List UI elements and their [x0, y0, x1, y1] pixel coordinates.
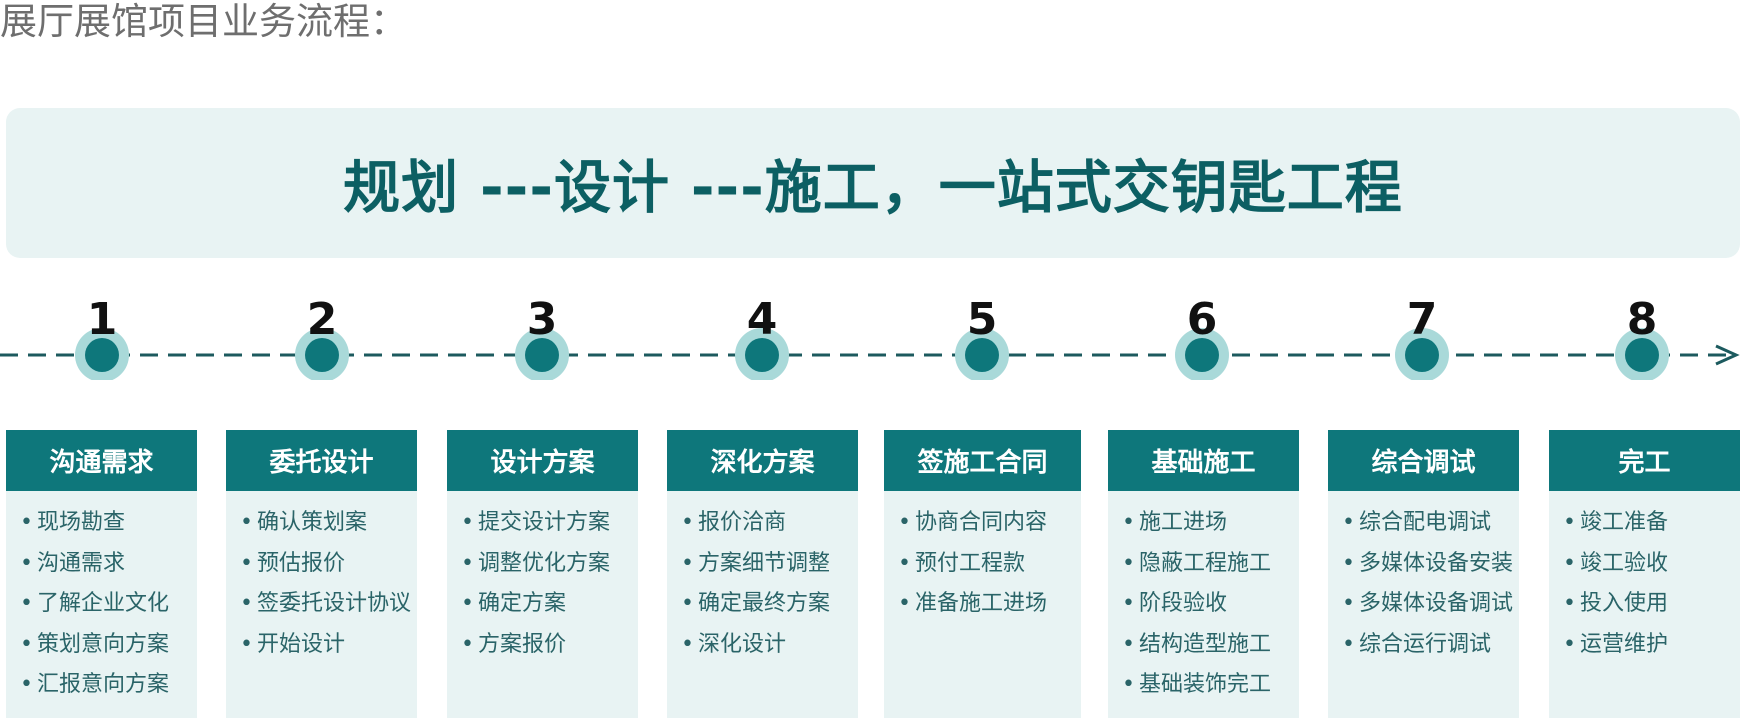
step-card: 沟通需求现场勘查沟通需求了解企业文化策划意向方案汇报意向方案	[6, 430, 197, 718]
list-item: 开始设计	[240, 625, 417, 666]
step-card: 深化方案报价洽商方案细节调整确定最终方案深化设计	[667, 430, 858, 718]
step-card-list: 确认策划案预估报价签委托设计协议开始设计	[226, 491, 417, 665]
step-number: 8	[1626, 294, 1658, 345]
timeline	[0, 328, 1740, 380]
step-card-list: 现场勘查沟通需求了解企业文化策划意向方案汇报意向方案	[6, 491, 197, 706]
step-card-title: 完工	[1549, 430, 1740, 491]
list-item: 综合配电调试	[1342, 503, 1519, 544]
list-item: 确定方案	[461, 584, 638, 625]
list-item: 预付工程款	[898, 544, 1081, 585]
timeline-arrow-head	[1715, 344, 1740, 366]
step-card-title: 签施工合同	[884, 430, 1081, 491]
step-number: 2	[306, 294, 338, 345]
list-item: 运营维护	[1563, 625, 1740, 666]
step-card: 签施工合同协商合同内容预付工程款准备施工进场	[884, 430, 1081, 718]
step-number: 3	[526, 294, 558, 345]
list-item: 综合运行调试	[1342, 625, 1519, 666]
timeline-dot	[1625, 338, 1659, 372]
timeline-dot	[745, 338, 779, 372]
step-card-list: 协商合同内容预付工程款准备施工进场	[884, 491, 1081, 625]
step-card-list: 综合配电调试多媒体设备安装多媒体设备调试综合运行调试	[1328, 491, 1519, 665]
list-item: 准备施工进场	[898, 584, 1081, 625]
list-item: 签委托设计协议	[240, 584, 417, 625]
list-item: 调整优化方案	[461, 544, 638, 585]
list-item: 结构造型施工	[1122, 625, 1299, 666]
step-card-title: 设计方案	[447, 430, 638, 491]
timeline-dot	[965, 338, 999, 372]
step-card-title: 委托设计	[226, 430, 417, 491]
list-item: 多媒体设备安装	[1342, 544, 1519, 585]
step-card-list: 提交设计方案调整优化方案确定方案方案报价	[447, 491, 638, 665]
list-item: 隐蔽工程施工	[1122, 544, 1299, 585]
list-item: 竣工准备	[1563, 503, 1740, 544]
timeline-dot	[1185, 338, 1219, 372]
list-item: 协商合同内容	[898, 503, 1081, 544]
list-item: 施工进场	[1122, 503, 1299, 544]
list-item: 方案细节调整	[681, 544, 858, 585]
banner: 规划 ---设计 ---施工，一站式交钥匙工程	[6, 108, 1740, 258]
step-card-title: 沟通需求	[6, 430, 197, 491]
banner-text: 规划 ---设计 ---施工，一站式交钥匙工程	[343, 155, 1403, 221]
step-number: 5	[966, 294, 998, 345]
list-item: 预估报价	[240, 544, 417, 585]
step-card: 设计方案提交设计方案调整优化方案确定方案方案报价	[447, 430, 638, 718]
step-card-list: 施工进场隐蔽工程施工阶段验收结构造型施工基础装饰完工	[1108, 491, 1299, 706]
step-card-list: 报价洽商方案细节调整确定最终方案深化设计	[667, 491, 858, 665]
list-item: 沟通需求	[20, 544, 197, 585]
list-item: 汇报意向方案	[20, 665, 197, 706]
step-card-title: 基础施工	[1108, 430, 1299, 491]
list-item: 现场勘查	[20, 503, 197, 544]
list-item: 报价洽商	[681, 503, 858, 544]
list-item: 投入使用	[1563, 584, 1740, 625]
step-number: 1	[86, 294, 118, 345]
step-number: 6	[1186, 294, 1218, 345]
step-card-title: 综合调试	[1328, 430, 1519, 491]
list-item: 阶段验收	[1122, 584, 1299, 625]
list-item: 深化设计	[681, 625, 858, 666]
step-card: 委托设计确认策划案预估报价签委托设计协议开始设计	[226, 430, 417, 718]
list-item: 方案报价	[461, 625, 638, 666]
page-title: 展厅展馆项目业务流程：	[0, 0, 407, 43]
step-card-title: 深化方案	[667, 430, 858, 491]
list-item: 竣工验收	[1563, 544, 1740, 585]
list-item: 了解企业文化	[20, 584, 197, 625]
step-card: 基础施工施工进场隐蔽工程施工阶段验收结构造型施工基础装饰完工	[1108, 430, 1299, 718]
timeline-dot	[1405, 338, 1439, 372]
step-number: 4	[746, 294, 778, 345]
list-item: 提交设计方案	[461, 503, 638, 544]
timeline-dot	[525, 338, 559, 372]
step-card: 综合调试综合配电调试多媒体设备安装多媒体设备调试综合运行调试	[1328, 430, 1519, 718]
timeline-dot	[305, 338, 339, 372]
list-item: 确认策划案	[240, 503, 417, 544]
list-item: 多媒体设备调试	[1342, 584, 1519, 625]
timeline-dot	[85, 338, 119, 372]
step-card-list: 竣工准备竣工验收投入使用运营维护	[1549, 491, 1740, 665]
step-card: 完工竣工准备竣工验收投入使用运营维护	[1549, 430, 1740, 718]
list-item: 策划意向方案	[20, 625, 197, 666]
list-item: 确定最终方案	[681, 584, 858, 625]
step-number: 7	[1406, 294, 1438, 345]
list-item: 基础装饰完工	[1122, 665, 1299, 706]
